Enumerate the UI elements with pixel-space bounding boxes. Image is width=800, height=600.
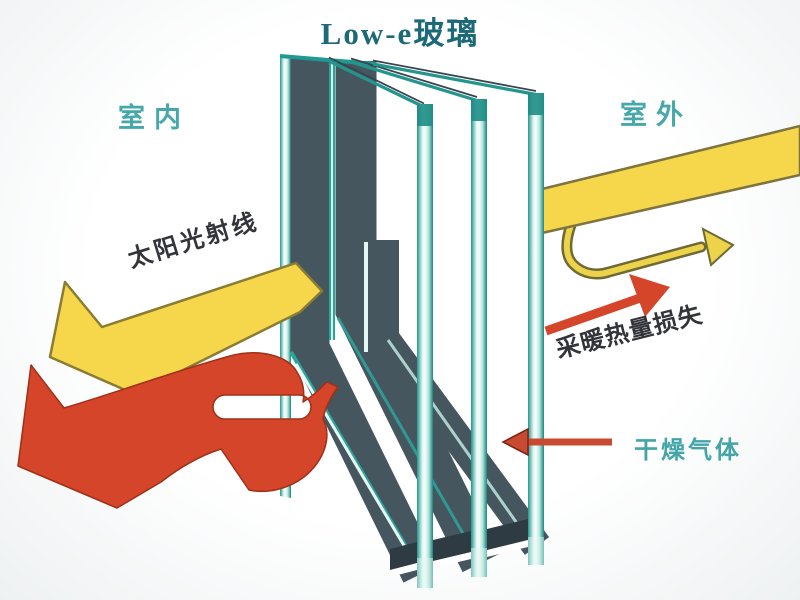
pane-bottom-edge-2 xyxy=(336,317,485,569)
spacer-bar-light-0 xyxy=(390,563,417,577)
spacer-bar-light-2 xyxy=(487,540,528,557)
glass-strip-3-bottom-glow xyxy=(528,537,544,565)
indoor-arrows xyxy=(17,261,339,509)
glass-pane-edge-strip-1 xyxy=(417,104,433,588)
glass-strip-2-top-cap xyxy=(471,99,487,121)
glass-strip-2-bottom-glow xyxy=(471,548,487,577)
glass-strip-3-top-cap xyxy=(528,93,544,115)
reflected-solar-arrowhead xyxy=(701,227,735,267)
pane-top-edge-2 xyxy=(350,60,478,103)
reflected-solar-arrow xyxy=(563,222,704,277)
outdoor-label: 室外 xyxy=(620,100,692,130)
glass-strip-1-bottom-glow xyxy=(417,558,433,588)
pane-top-edge-3-dark xyxy=(372,59,537,92)
indoor-label: 室内 xyxy=(118,103,190,133)
glass-pane-edge-strip-2 xyxy=(471,99,487,577)
reflected-heat-arrow xyxy=(17,352,339,509)
dry-gas-pointer xyxy=(501,427,612,457)
dry-gas-arrowhead xyxy=(501,427,529,457)
heat-loss-arrow-shaft xyxy=(544,292,645,336)
pane-top-edge-2-dark xyxy=(350,57,478,98)
pane-top-edge-3 xyxy=(372,62,537,97)
heat-loss-arrowhead xyxy=(629,274,670,317)
dry-gas-label: 干燥气体 xyxy=(634,437,742,464)
page-title: Low-e玻璃 xyxy=(320,16,480,51)
glass-pane-edge-strip-3 xyxy=(528,93,544,565)
pane-top-edge-1 xyxy=(328,59,425,109)
glass-pane-dark-face-2 xyxy=(335,61,500,573)
glass-pane-dark-face-1 xyxy=(290,59,439,583)
glass-strip-1-top-cap xyxy=(417,104,433,126)
pane-top-edge-1-dark xyxy=(328,56,425,105)
unit-top-edge xyxy=(279,54,377,66)
glass-unit xyxy=(279,54,550,592)
spacer-bar-light-1 xyxy=(433,552,471,568)
solar-radiation-band xyxy=(540,124,800,235)
pane-bottom-edge-3 xyxy=(386,339,542,557)
